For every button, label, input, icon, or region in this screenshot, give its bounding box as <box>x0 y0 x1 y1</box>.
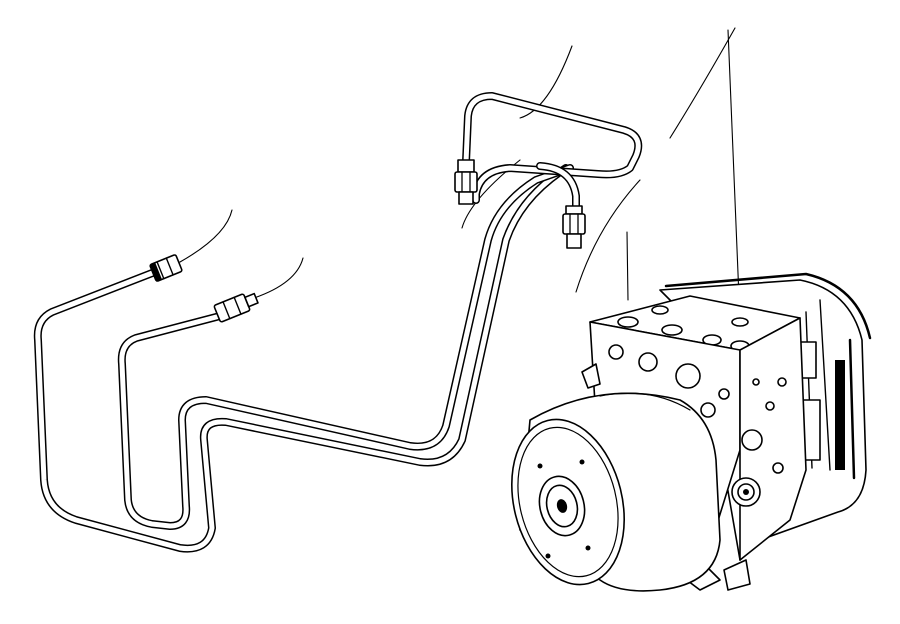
port-hole <box>617 316 639 328</box>
leader-line-1 <box>179 209 233 263</box>
port-hole <box>731 317 749 327</box>
leader-lines <box>179 27 741 323</box>
brake-tube-2 <box>117 164 574 530</box>
leader-line-4 <box>669 27 736 139</box>
leader-line-3 <box>519 45 573 119</box>
tube-fitting-nut <box>454 159 478 205</box>
tube-fitting-nut <box>562 205 586 249</box>
leader-line-6 <box>575 179 641 293</box>
brake-tube-4 <box>536 162 580 214</box>
leader-line-2 <box>247 257 304 301</box>
brake-tubes <box>33 92 643 553</box>
leader-line-7 <box>626 231 629 301</box>
tube-fitting-nut <box>149 254 183 282</box>
tube-fittings <box>149 159 586 323</box>
leader-line-5 <box>727 29 741 323</box>
port-hole <box>661 324 683 336</box>
tube-fitting-nut <box>213 292 259 323</box>
abs-pump-motor <box>511 392 721 592</box>
brake-tube-3 <box>462 92 643 204</box>
brake-tube-1 <box>33 164 570 553</box>
port-hole <box>651 305 669 315</box>
